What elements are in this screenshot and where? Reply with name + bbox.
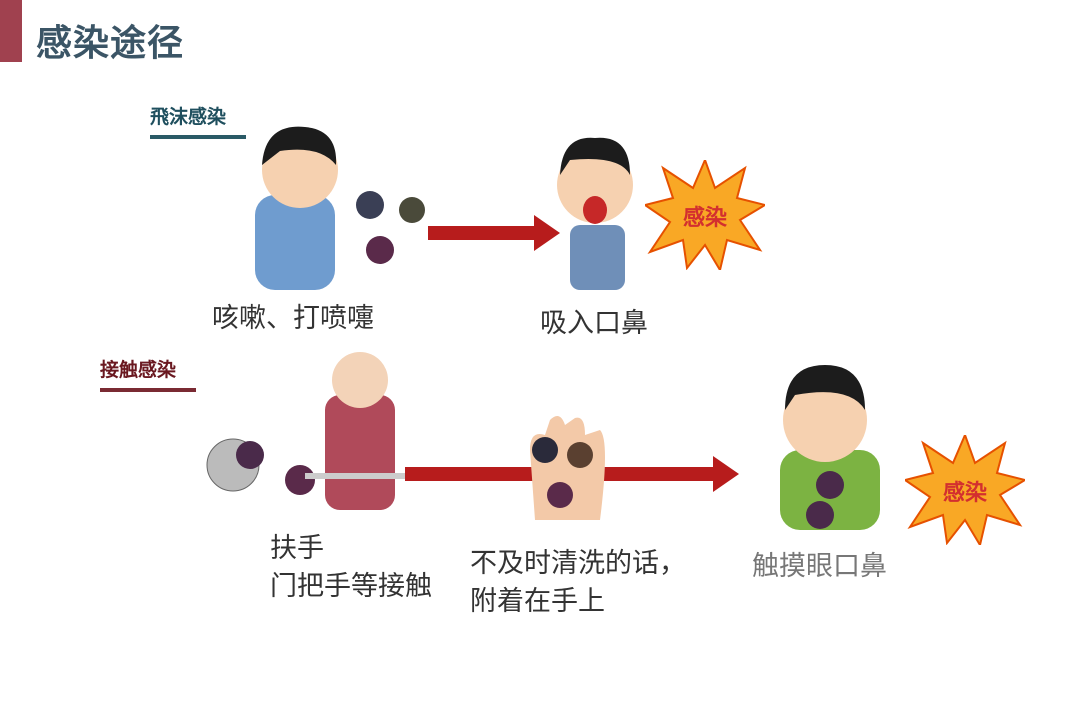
droplet-arrow-1 [428, 215, 560, 251]
coughing-person-illustration [255, 126, 425, 290]
infection-burst-2 [905, 435, 1025, 545]
handrail-touch-illustration [206, 352, 415, 510]
touching-face-person-illustration [780, 365, 880, 530]
contact-cause-line-1: 扶手 [270, 533, 324, 564]
droplet-cause-caption: 咳嗽、打喷嚏 [212, 303, 374, 334]
contact-cause-caption: 扶手 门把手等接触 [270, 530, 432, 606]
section-contact-label: 接触感染 [100, 355, 196, 392]
section-droplet-label: 飛沫感染 [150, 102, 246, 139]
infection-burst-1 [645, 160, 765, 270]
droplet-route-caption: 吸入口鼻 [540, 308, 648, 339]
infection-label-1: 感染 [682, 206, 727, 231]
contact-middle-line-2: 附着在手上 [470, 586, 605, 617]
contact-middle-caption: 不及时清洗的话， 附着在手上 [470, 545, 686, 621]
contact-route-caption: 触摸眼口鼻 [752, 551, 887, 582]
contact-cause-line-2: 门把手等接触 [270, 571, 432, 602]
page-title: 感染途径 [36, 23, 185, 64]
contaminated-hand-illustration [530, 416, 605, 520]
inhaling-person-illustration [557, 137, 633, 290]
contact-middle-line-1: 不及时清洗的话， [470, 548, 686, 579]
infection-label-2: 感染 [942, 481, 987, 506]
title-accent-bar [0, 0, 22, 62]
